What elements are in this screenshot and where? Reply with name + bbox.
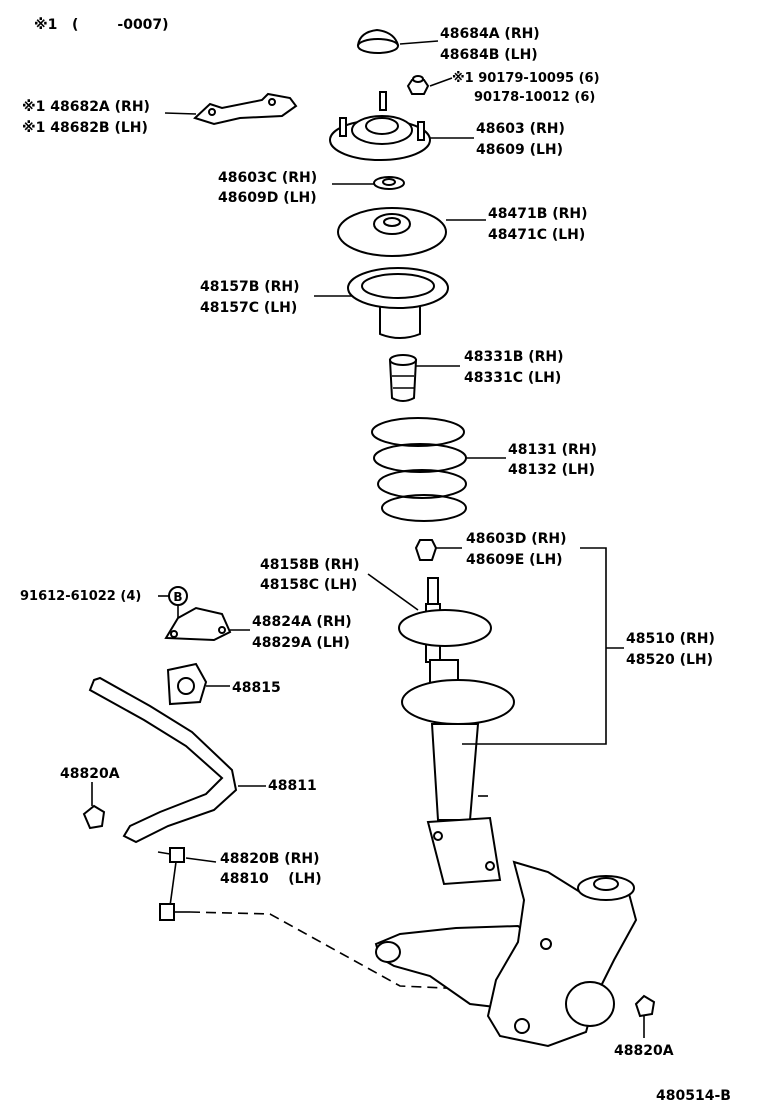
label-48510: 48510 (RH) <box>626 631 715 647</box>
label-48811: 48811 <box>268 778 317 794</box>
stabilizer-link-48820b <box>157 847 217 921</box>
strut-support-48603 <box>329 91 474 161</box>
label-48684b: 48684B (LH) <box>440 47 538 63</box>
note-symbol: ※1 <box>34 17 58 33</box>
mount-nut-90179 <box>406 75 453 95</box>
bracket-48682 <box>164 92 298 126</box>
label-48471b: 48471B (RH) <box>488 206 588 222</box>
figure-id: 480514-B <box>656 1088 731 1104</box>
label-48829a: 48829A (LH) <box>252 635 350 651</box>
label-91612: 91612-61022 (4) <box>20 589 142 604</box>
label-48158b: 48158B (RH) <box>260 557 360 573</box>
bump-stopper-48331 <box>388 354 460 402</box>
label-48820a-right: 48820A <box>614 1043 674 1059</box>
label-48815: 48815 <box>232 680 281 696</box>
lower-arm-knuckle <box>189 860 638 1048</box>
label-90179: ※1 90179-10095 (6) <box>452 71 600 86</box>
label-48609e: 48609E (LH) <box>466 552 563 568</box>
label-48820a-left: 48820A <box>60 766 120 782</box>
label-48820b: 48820B (RH) <box>220 851 320 867</box>
strut-nut-48603d <box>414 539 462 561</box>
label-48603c: 48603C (RH) <box>218 170 318 186</box>
label-48157b: 48157B (RH) <box>200 279 300 295</box>
ref-b-marker: B <box>173 590 182 604</box>
washer-48603c <box>332 176 405 190</box>
label-48331c: 48331C (LH) <box>464 370 562 386</box>
spring-seat-48471 <box>337 207 486 257</box>
label-48131: 48131 (RH) <box>508 442 597 458</box>
label-48132: 48132 (LH) <box>508 462 596 478</box>
bushing-48820a-left <box>82 782 106 830</box>
label-48609: 48609 (LH) <box>476 142 564 158</box>
label-48157c: 48157C (LH) <box>200 300 298 316</box>
label-48158c: 48158C (LH) <box>260 577 358 593</box>
label-48331b: 48331B (RH) <box>464 349 564 365</box>
strut-cap-48684 <box>356 28 439 54</box>
stabilizer-bar-48811 <box>88 676 266 844</box>
label-90178: 90178-10012 (6) <box>474 90 596 105</box>
strut-assembly-48510 <box>398 547 624 886</box>
label-48684a: 48684A (RH) <box>440 26 540 42</box>
stabilizer-bracket-48824 <box>164 606 250 642</box>
label-48682a: ※1 48682A (RH) <box>22 99 150 115</box>
label-48603: 48603 (RH) <box>476 121 565 137</box>
insulator-48157 <box>314 267 449 339</box>
label-48609d: 48609D (LH) <box>218 190 317 206</box>
label-48471c: 48471C (LH) <box>488 227 586 243</box>
label-48520: 48520 (LH) <box>626 652 714 668</box>
label-48682b: ※1 48682B (LH) <box>22 120 148 136</box>
label-48810: 48810 (LH) <box>220 871 322 887</box>
stabilizer-bushing-48815 <box>166 662 230 706</box>
note-range: ( -0007) <box>72 17 169 33</box>
lower-spring-seat-48158 <box>367 573 419 611</box>
label-48603d: 48603D (RH) <box>466 531 567 547</box>
label-48824a: 48824A (RH) <box>252 614 352 630</box>
coil-spring-48131 <box>371 417 506 522</box>
bushing-48820a-right <box>634 994 656 1038</box>
